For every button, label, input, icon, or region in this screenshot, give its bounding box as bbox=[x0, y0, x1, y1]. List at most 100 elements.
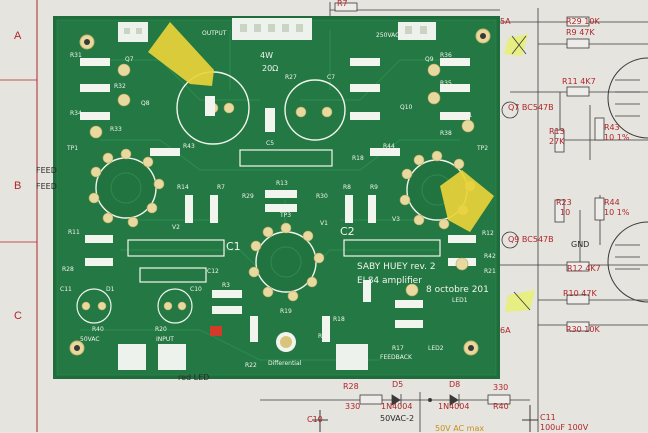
margin-row-b: B bbox=[14, 180, 22, 192]
schematic-label-r23: R23 bbox=[556, 198, 572, 207]
board-label-c12: C12 bbox=[207, 268, 219, 275]
schematic-label-q9: Q9 BC547B bbox=[508, 235, 554, 244]
schematic-label-c10: C10 bbox=[307, 415, 323, 424]
schematic-label-r12: R12 4K7 bbox=[567, 264, 601, 273]
margin-row-a: A bbox=[14, 30, 22, 42]
board-label-250vac: 250VAC bbox=[376, 32, 400, 39]
schematic-label-c11: C11 bbox=[540, 413, 556, 422]
board-label-4w: 4W bbox=[260, 51, 273, 60]
board-label-c2: C2 bbox=[340, 225, 355, 238]
schematic-label-d8-value: 1N4004 bbox=[438, 402, 470, 411]
board-label-r35: R35 bbox=[440, 80, 452, 87]
schematic-label-6a: 6A bbox=[500, 326, 511, 335]
board-label-q9: Q9 bbox=[425, 56, 434, 63]
board-label-q8: Q8 bbox=[141, 100, 150, 107]
board-label-c1: C1 bbox=[226, 240, 241, 253]
board-label-r38: R38 bbox=[440, 130, 452, 137]
schematic-label-r7: R7 bbox=[337, 0, 348, 8]
margin-row-c: C bbox=[14, 310, 22, 322]
schematic-label-r30: R30 10K bbox=[566, 325, 600, 334]
board-label-20-ohm: 20Ω bbox=[262, 64, 279, 73]
schematic-label-50vac-2: 50VAC-2 bbox=[380, 414, 415, 423]
board-label-tp1: TP1 bbox=[67, 145, 79, 152]
board-label-r42: R42 bbox=[484, 253, 496, 260]
board-label-input: INPUT bbox=[156, 336, 174, 343]
board-label-r14: R14 bbox=[177, 184, 189, 191]
board-title-line-2: EL84 amplifier bbox=[357, 276, 422, 286]
schematic-label-5a: 5A bbox=[500, 17, 511, 26]
board-label-r8: R8 bbox=[343, 184, 351, 191]
board-label-c5: C5 bbox=[266, 140, 275, 147]
board-label-q11: Q11 bbox=[460, 112, 473, 119]
board-label-r16: R16 bbox=[318, 333, 330, 340]
board-label-v1: V1 bbox=[320, 220, 328, 227]
schematic-label-r28: R28 bbox=[343, 382, 359, 391]
schematic-label-r44: R44 bbox=[604, 198, 620, 207]
board-label-tp3: TP3 bbox=[280, 212, 292, 219]
board-label-v3: V3 bbox=[392, 216, 400, 223]
board-label-c10: C10 bbox=[190, 286, 202, 293]
schematic-label-r23-value: 10 bbox=[560, 208, 571, 217]
schematic-label-r10: R10 47K bbox=[563, 289, 597, 298]
board-label-r20: R20 bbox=[155, 326, 167, 333]
board-title-line-1: SABY HUEY rev. 2 bbox=[357, 262, 436, 272]
board-label-d1: D1 bbox=[106, 286, 115, 293]
schematic-label-r11: R11 4K7 bbox=[562, 77, 596, 86]
schematic-label-r29: R29 10K bbox=[566, 17, 600, 26]
board-label-r9: R9 bbox=[370, 184, 378, 191]
schematic-label-red-led: red LED bbox=[178, 373, 210, 382]
board-label-feedback: FEEDBACK bbox=[380, 354, 412, 361]
schematic-label-d5: D5 bbox=[392, 380, 404, 389]
board-label-r18: R18 bbox=[352, 155, 364, 162]
board-label-v2: V2 bbox=[172, 224, 180, 231]
board-label-output: OUTPUT bbox=[202, 30, 227, 37]
board-label-r17: R17 bbox=[392, 345, 404, 352]
board-label-r12: R12 bbox=[482, 230, 494, 237]
board-label-r40: R40 bbox=[92, 326, 104, 333]
schematic-label-q7: Q7 BC547B bbox=[508, 103, 554, 112]
board-label-q10: Q10 bbox=[400, 104, 413, 111]
schematic-label-50v-ac-max: 50V AC max bbox=[435, 424, 485, 433]
board-label-r27: R27 bbox=[285, 74, 297, 81]
board-label-r28: R28 bbox=[62, 266, 74, 273]
board-label-r43: R43 bbox=[183, 143, 195, 150]
board-label-r36: R36 bbox=[440, 52, 452, 59]
schematic-label-feed-2: FEED bbox=[36, 182, 57, 191]
board-label-50vac: 50VAC bbox=[80, 336, 100, 343]
board-label-c11: C11 bbox=[60, 286, 72, 293]
board-label-r44: R44 bbox=[383, 143, 395, 150]
board-label-r19: R19 bbox=[280, 308, 292, 315]
board-label-r11: R11 bbox=[68, 229, 80, 236]
schematic-label-r28-value: 330 bbox=[345, 402, 361, 411]
schematic-label-r43-value: 10 1% bbox=[604, 133, 630, 142]
board-label-c7: C7 bbox=[327, 74, 336, 81]
schematic-label-r9: R9 47K bbox=[566, 28, 595, 37]
schematic-label-r40-value: R40 bbox=[493, 402, 509, 411]
board-label-led1: LED1 bbox=[452, 297, 468, 304]
board-label-differential: Differential bbox=[268, 360, 302, 367]
schematic-label-r40: 330 bbox=[493, 383, 509, 392]
schematic-label-c11-value: 100uF 100V bbox=[540, 423, 589, 432]
board-label-r18b: R18 bbox=[333, 316, 345, 323]
board-label-led2: LED2 bbox=[428, 345, 444, 352]
board-label-r31: R31 bbox=[70, 52, 82, 59]
board-label-tp2: TP2 bbox=[477, 145, 489, 152]
schematic-label-gnd: GND bbox=[571, 240, 590, 249]
schematic-label-r13-value: 27K bbox=[549, 137, 565, 146]
schematic-label-d5-value: 1N4004 bbox=[381, 402, 413, 411]
board-label-r30: R30 bbox=[316, 193, 328, 200]
board-label-r34: R34 bbox=[70, 110, 82, 117]
board-label-r33: R33 bbox=[110, 126, 122, 133]
schematic-label-r43: R43 bbox=[604, 123, 620, 132]
schematic-label-feed-1: FEED bbox=[36, 166, 57, 175]
board-label-r29: R29 bbox=[242, 193, 254, 200]
board-title-line-3: 8 octobre 201 bbox=[426, 285, 489, 295]
schematic-label-r13: R13 bbox=[549, 127, 565, 136]
board-label-q7: Q7 bbox=[125, 56, 134, 63]
board-label-r22: R22 bbox=[245, 362, 257, 369]
board-label-r7: R7 bbox=[217, 184, 225, 191]
board-label-r21: R21 bbox=[484, 268, 496, 275]
schematic-label-d8: D8 bbox=[449, 380, 461, 389]
board-label-r13: R13 bbox=[276, 180, 288, 187]
